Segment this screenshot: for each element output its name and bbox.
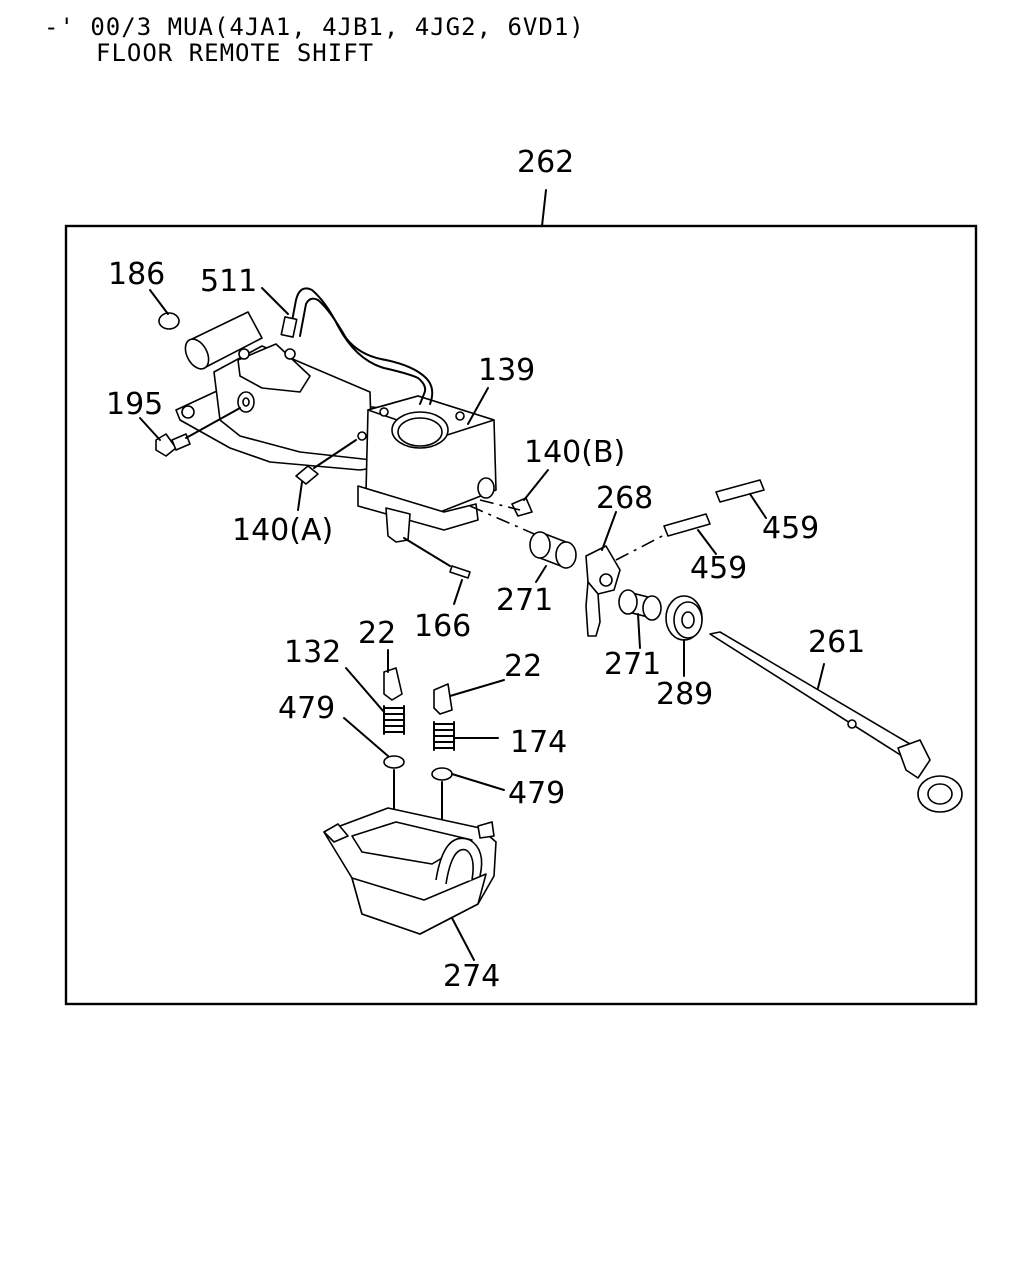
o-ring-479-right [431,767,453,781]
cover-274 [323,807,497,935]
breather-hose [289,287,427,405]
callout-459-b: 459 [690,551,747,586]
diagram-title-line1: -' 00/3 MUA(4JA1, 4JB1, 4JG2, 6VD1) [44,13,585,41]
shift-rod-261 [709,631,963,813]
callout-22-left: 22 [358,616,396,651]
diagram-title-line2: FLOOR REMOTE SHIFT [96,39,375,67]
o-ring-479-left [383,755,405,769]
leader-139 [467,387,489,425]
leader-511 [261,287,289,315]
bolt-195 [155,433,191,457]
leader-140a [297,481,303,511]
assembly-frame [64,224,978,1006]
callout-261: 261 [808,625,865,660]
shift-lever-268 [585,545,621,637]
pin-166-axis [403,537,451,567]
callout-195: 195 [106,387,163,422]
callout-268: 268 [596,481,653,516]
leader-262 [541,189,547,227]
callout-271-left: 271 [496,583,553,618]
leader-166 [453,579,463,605]
plunger-22-left [383,667,403,701]
leader-195 [139,417,161,441]
callout-459-a: 459 [762,511,819,546]
shaft-axis-2 [615,531,671,561]
callout-511: 511 [200,264,257,299]
pin-459-b [715,479,765,503]
leader-459-b [697,529,717,555]
leader-479-left [343,717,389,757]
stud-a-axis [313,439,357,469]
callout-140a: 140(A) [232,513,333,548]
callout-274: 274 [443,959,500,994]
leader-186 [149,289,169,315]
pin-166 [449,565,471,579]
stud-140b [511,497,533,517]
callout-22-right: 22 [504,649,542,684]
leader-268 [601,511,617,551]
bolt-axis [185,407,241,439]
plunger-22-right [433,683,453,715]
leader-132 [345,667,385,713]
callout-479-right: 479 [508,776,565,811]
callout-262: 262 [517,145,574,180]
pin-459-a [663,513,711,537]
spring-132 [383,705,405,735]
callout-186: 186 [108,257,165,292]
leader-22-right [449,679,505,697]
callout-289: 289 [656,677,713,712]
bushing-271-left [529,531,577,569]
callout-271-right: 271 [604,647,661,682]
callout-132: 132 [284,635,341,670]
callout-139: 139 [478,353,535,388]
leader-261 [817,663,825,689]
callout-166: 166 [414,609,471,644]
breather-fitting [280,316,298,338]
leader-479-right [451,773,505,791]
callout-140b: 140(B) [524,435,625,470]
leader-274 [451,917,475,961]
callout-479-left: 479 [278,691,335,726]
stud-b-axis [479,499,521,511]
bearing-289 [665,595,703,641]
cap-186 [158,312,180,330]
leader-271-right [637,613,641,649]
breather-hose-outline [299,297,434,405]
leader-140b [523,469,549,501]
bushing-271-right [618,589,662,621]
leader-459-a [749,493,767,519]
spring-174 [433,721,455,751]
leader-271-left [535,565,547,583]
callout-174: 174 [510,725,567,760]
shift-housing [175,311,497,543]
